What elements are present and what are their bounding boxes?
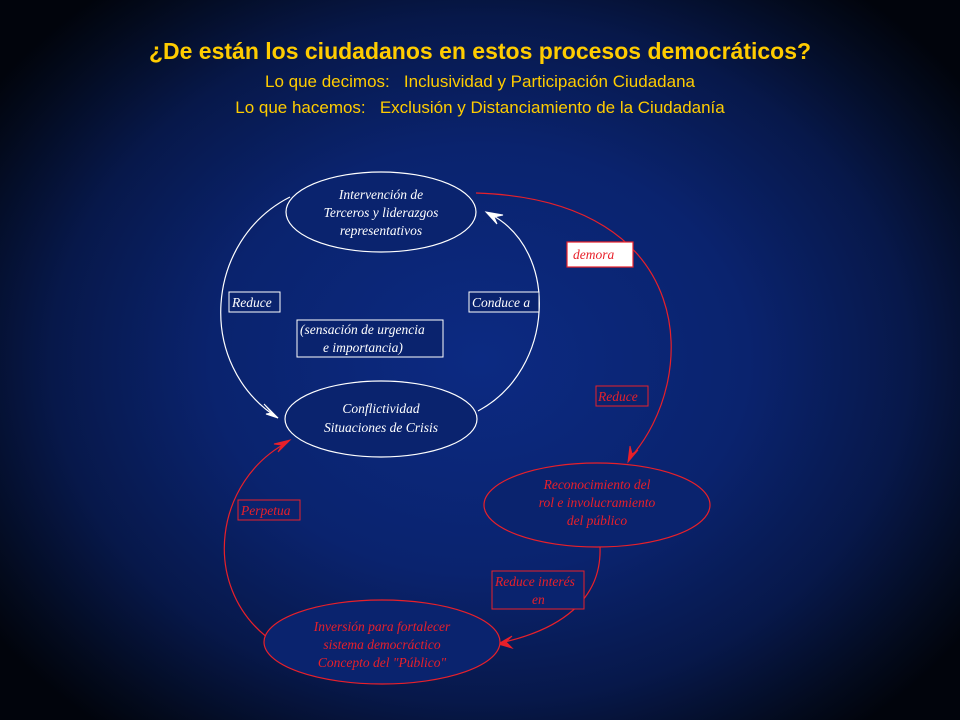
red-loop-left-arrowhead <box>273 439 292 453</box>
node-reconocimiento-line3: del público <box>567 513 628 528</box>
red-loop-top-right-arc <box>475 192 672 459</box>
node-intervencion-line2: Terceros y liderazgos <box>324 205 439 220</box>
white-loop-left-arc <box>220 196 291 419</box>
label-reduce-right: Reduce <box>595 385 649 407</box>
node-intervencion-line1: Intervención de <box>338 187 423 202</box>
node-conflictividad: Conflictividad Situaciones de Crisis <box>284 380 478 458</box>
red-loop-bottom-right-arc <box>499 546 601 644</box>
node-inversion-line3: Concepto del "Público" <box>318 655 447 670</box>
node-conflictividad-line1: Conflictividad <box>342 401 419 416</box>
label-sensacion-line1: (sensación de urgencia <box>300 322 425 337</box>
red-loop-left-arc <box>223 441 289 639</box>
node-reconocimiento-line1: Reconocimiento del <box>543 477 651 492</box>
label-reduce-left-text: Reduce <box>231 295 272 310</box>
label-perpetua-text: Perpetua <box>240 503 291 518</box>
node-conflictividad-line2: Situaciones de Crisis <box>324 420 438 435</box>
label-reduce-right-text: Reduce <box>597 389 638 404</box>
label-reduce-interes-line2: en <box>532 592 545 607</box>
subtitle-lo-que-decimos: Lo que decimos: Inclusividad y Participa… <box>265 72 695 91</box>
page-title: ¿De están los ciudadanos en estos proces… <box>148 38 812 64</box>
node-inversion-line1: Inversión para fortalecer <box>313 619 451 634</box>
label-reduce-interes-line1: Reduce interés <box>494 574 575 589</box>
red-loop-top-right-arrowhead <box>627 445 639 464</box>
label-demora-text: demora <box>573 247 614 262</box>
label-conduce: Conduce a <box>468 291 540 313</box>
red-loop-bottom-right-arrowhead <box>496 635 514 650</box>
node-intervencion: Intervención de Terceros y liderazgos re… <box>285 171 477 253</box>
label-sensacion-line2: e importancia) <box>323 340 403 355</box>
label-reduce-interes: Reduce interés en <box>491 570 585 610</box>
node-inversion: Inversión para fortalecer sistema democr… <box>263 599 501 685</box>
node-reconocimiento-line2: rol e involucramiento <box>539 495 656 510</box>
node-reconocimiento: Reconocimiento del rol e involucramiento… <box>483 462 711 548</box>
white-loop-right-arrowhead <box>484 211 504 225</box>
white-loop-left-arrowhead <box>263 403 279 419</box>
subtitle-lo-que-hacemos: Lo que hacemos: Exclusión y Distanciamie… <box>235 98 725 117</box>
label-sensacion: (sensación de urgencia e importancia) <box>296 319 444 358</box>
label-demora: demora <box>566 241 634 268</box>
label-reduce-left: Reduce <box>228 291 281 313</box>
label-conduce-text: Conduce a <box>472 295 530 310</box>
node-intervencion-line3: representativos <box>340 223 422 238</box>
node-inversion-line2: sistema democráctico <box>323 637 441 652</box>
label-perpetua: Perpetua <box>237 499 301 521</box>
